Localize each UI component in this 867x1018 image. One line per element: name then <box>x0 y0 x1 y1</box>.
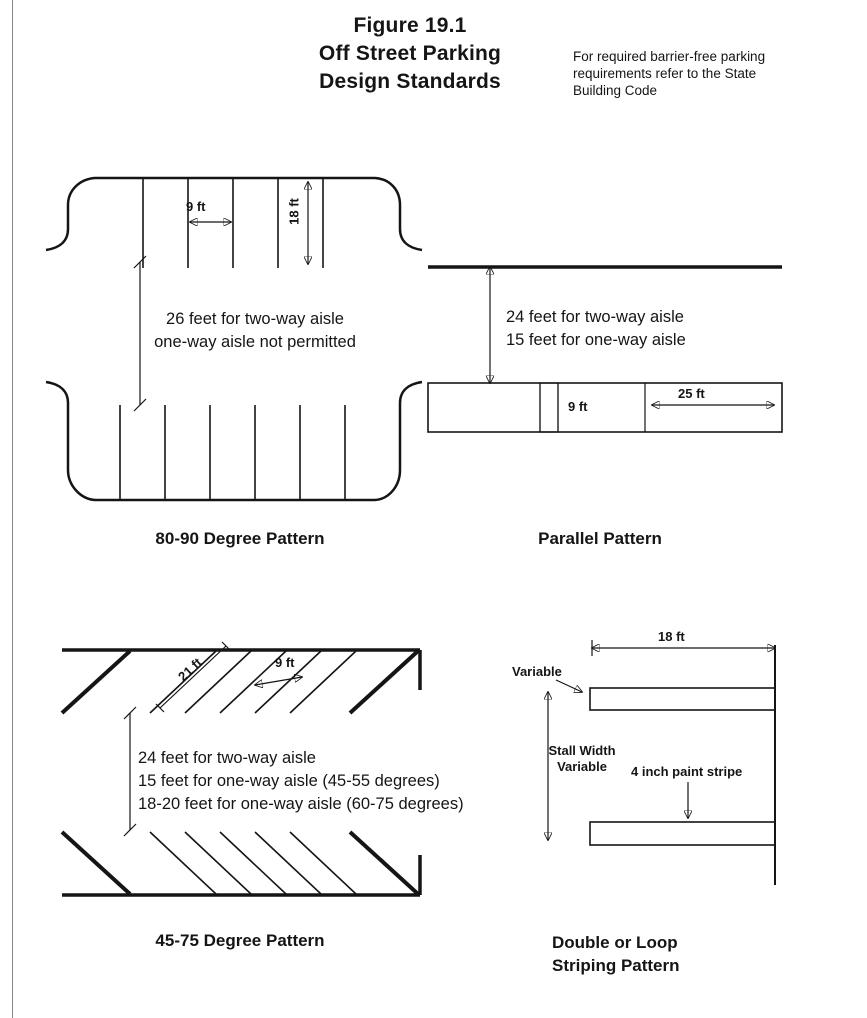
loop-stripe-bottom <box>589 821 776 846</box>
caption-8090: 80-90 Degree Pattern <box>155 529 325 548</box>
page-edge-line <box>12 0 13 1018</box>
dim-label-18ft-8090: 18 ft <box>286 198 302 225</box>
figure-title-line3: Design Standards <box>319 70 501 93</box>
aisle-note-8090-line1: 26 feet for two-way aisle <box>166 310 344 328</box>
variable-label: Variable <box>512 664 562 679</box>
aisle-note-4575-line3: 18-20 feet for one-way aisle (60-75 degr… <box>138 795 464 813</box>
caption-double-loop-line2: Striping Pattern <box>552 956 680 975</box>
hatched-stall-stripe <box>539 382 559 433</box>
aisle-note-4575-line1: 24 feet for two-way aisle <box>138 749 316 767</box>
aisle-note-4575: 24 feet for two-way aisle 15 feet for on… <box>138 747 488 816</box>
stall-width-label: Stall Width Variable <box>536 743 628 775</box>
aisle-note-parallel-line2: 15 feet for one-way aisle <box>506 331 686 349</box>
dim-label-9ft-4575: 9 ft <box>275 655 295 670</box>
aisle-note-parallel: 24 feet for two-way aisle 15 feet for on… <box>506 306 766 352</box>
aisle-note-4575-line2: 15 feet for one-way aisle (45-55 degrees… <box>138 772 440 790</box>
aisle-dimension-line <box>123 706 137 837</box>
stall-length-dimension-line <box>155 641 231 713</box>
stall-width-dimension-line <box>255 677 302 685</box>
dim-label-9ft-8090: 9 ft <box>186 199 206 214</box>
stall-width-label-line2: Variable <box>557 759 607 774</box>
caption-double-loop: Double or Loop Striping Pattern <box>552 931 752 977</box>
aisle-note-8090: 26 feet for two-way aisle one-way aisle … <box>115 308 395 354</box>
figure-title-line2: Off Street Parking <box>318 42 502 65</box>
aisle-dimension-line <box>133 255 147 412</box>
bottom-stall-lines <box>119 405 346 500</box>
bottom-angled-stall-band <box>60 830 422 897</box>
aisle-note-8090-line2: one-way aisle not permitted <box>154 333 356 351</box>
pattern-4575-drawing <box>60 641 422 897</box>
variable-gap-arrow <box>555 679 582 692</box>
lot-outline <box>45 176 423 502</box>
paint-stripe-label: 4 inch paint stripe <box>631 764 743 779</box>
caption-4575: 45-75 Degree Pattern <box>155 931 325 950</box>
parallel-stall-row <box>427 382 783 433</box>
top-angled-stall-band <box>60 648 422 715</box>
barrier-free-note: For required barrier-free parking requir… <box>573 49 766 98</box>
caption-parallel: Parallel Pattern <box>538 529 662 548</box>
figure-title-block: Figure 19.1 Off Street Parking Design St… <box>255 12 565 96</box>
loop-stripe-top <box>589 687 776 711</box>
dim-label-18ft-loop: 18 ft <box>658 629 685 644</box>
stall-width-label-line1: Stall Width <box>548 743 616 758</box>
figure-number: Figure 19.1 <box>353 14 467 37</box>
parallel-pattern-drawing <box>427 265 783 433</box>
top-stall-lines <box>142 178 324 268</box>
caption-double-loop-line1: Double or Loop <box>552 933 678 952</box>
dim-label-9ft-parallel: 9 ft <box>568 399 588 414</box>
double-loop-drawing <box>500 640 776 885</box>
dim-label-25ft-parallel: 25 ft <box>678 386 705 401</box>
aisle-note-parallel-line1: 24 feet for two-way aisle <box>506 308 684 326</box>
stall-depth-dimension-line <box>592 640 775 656</box>
pattern-8090-drawing <box>45 176 423 502</box>
